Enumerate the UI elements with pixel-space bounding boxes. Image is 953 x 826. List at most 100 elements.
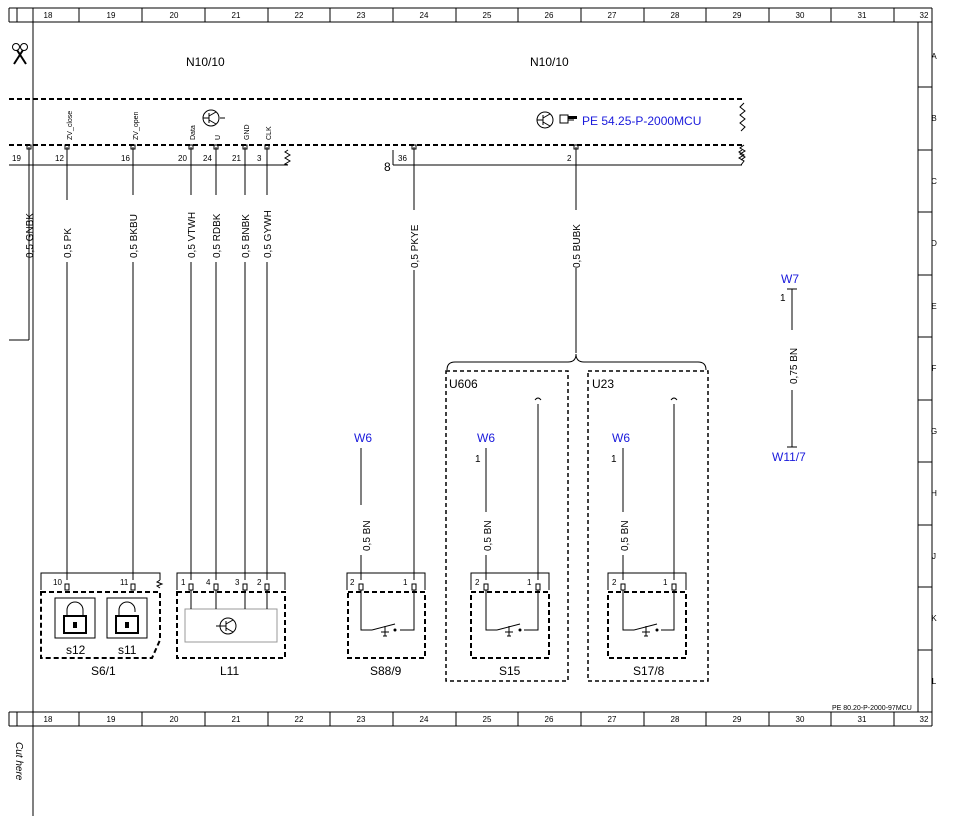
ground-w6-s889[interactable]: W6: [354, 431, 372, 445]
module-pins: 19 12 16 20 24 21 3 36 2 8: [12, 154, 572, 174]
component-s17-8[interactable]: S17/8: [607, 590, 687, 678]
col-label-bottom-24: 24: [420, 715, 429, 724]
col-label-25: 25: [483, 11, 492, 20]
wire-pkye[interactable]: 0,5 PKYE: [410, 147, 421, 580]
row-ruler: A B C D E F G H J K L: [918, 52, 937, 686]
ground-w11-7[interactable]: W11/7: [772, 450, 806, 464]
conn-pin-s178-2: 2: [612, 578, 617, 587]
column-ruler-top: 18 19 20 21 22 23 24 25 26 27 28 29 30 3…: [16, 8, 929, 22]
col-label-bottom-25: 25: [483, 715, 492, 724]
row-label-f: F: [932, 364, 937, 373]
module-reference-link[interactable]: PE 54.25-P-2000MCU: [582, 114, 701, 128]
col-label-19: 19: [107, 11, 116, 20]
transistor-icon: [202, 109, 225, 127]
cut-here-label: Cut here: [13, 742, 24, 781]
connector-s6-1: 10 11: [40, 572, 164, 591]
component-s15[interactable]: S15: [470, 590, 550, 678]
component-label-s88-9: S88/9: [370, 664, 402, 678]
wire-w7-w11-7[interactable]: W7 1 0,75 BN W11/7: [772, 272, 806, 464]
wire-bkbu[interactable]: 0,5 BKBU: [129, 147, 140, 580]
switch-label-s11: s11: [118, 643, 137, 657]
col-label-23: 23: [357, 11, 366, 20]
connector-l11: 1 4 3 2: [176, 572, 286, 591]
col-label-bottom-31: 31: [858, 715, 867, 724]
wire-label-bn-s15: 0,5 BN: [483, 520, 494, 551]
row-label-b: B: [931, 114, 936, 123]
module-label-left: N10/10: [186, 55, 225, 69]
pin-8: 8: [384, 160, 391, 174]
wire-vtwh[interactable]: 0,5 VTWH: [187, 147, 198, 580]
signal-zv-open: ZV_open: [133, 111, 140, 140]
row-label-h: H: [931, 489, 937, 498]
component-s6-1[interactable]: s12 s11 S6/1: [40, 591, 161, 678]
component-label-s17-8: S17/8: [633, 664, 665, 678]
conn-pin-10: 10: [53, 578, 62, 587]
row-label-l: L: [932, 677, 937, 686]
wire-pk[interactable]: 0,5 PK: [63, 147, 74, 580]
conn-pin-s889-2: 2: [350, 578, 355, 587]
ground-w7[interactable]: W7: [781, 272, 799, 286]
row-label-j: J: [932, 552, 936, 561]
group-u606[interactable]: U606: [445, 370, 569, 682]
component-label-l11: L11: [220, 664, 239, 678]
conn-pin-l11-3: 3: [235, 578, 240, 587]
row-label-g: G: [931, 427, 937, 436]
wire-gnbk[interactable]: 0,5 GNBK: [9, 147, 36, 341]
group-label-u23: U23: [592, 377, 614, 391]
column-ruler-bottom: 18 19 20 21 22 23 24 25 26 27 28 29 30 3…: [16, 712, 929, 726]
component-label-s15: S15: [499, 664, 521, 678]
component-l11[interactable]: L11: [176, 590, 286, 678]
col-label-26: 26: [545, 11, 554, 20]
ground-w6-s15[interactable]: W6: [477, 431, 495, 445]
connector-s88-9: 2 1: [346, 572, 426, 591]
col-label-20: 20: [170, 11, 179, 20]
group-label-u606: U606: [449, 377, 478, 391]
conn-pin-11: 11: [120, 578, 129, 587]
col-label-18: 18: [44, 11, 53, 20]
transistor-icon-2: [536, 111, 554, 129]
col-label-bottom-28: 28: [671, 715, 680, 724]
wire-bubk[interactable]: 0,5 BUBK: [572, 147, 583, 353]
wire-bnbk[interactable]: 0,5 BNBK: [241, 147, 252, 580]
wire-gywh[interactable]: 0,5 GYWH: [263, 147, 274, 580]
sensor-transistor-icon: [216, 617, 237, 635]
ground-num-s15: 1: [475, 454, 481, 465]
row-label-c: C: [931, 177, 937, 186]
col-label-28: 28: [671, 11, 680, 20]
module-n10-10[interactable]: N10/10 N10/10: [9, 55, 746, 166]
ground-w6-s178[interactable]: W6: [612, 431, 630, 445]
signal-names: ZV_close ZV_open Data U GND CLK: [67, 111, 273, 140]
wire-label-gywh: 0,5 GYWH: [263, 210, 274, 258]
scissors-icon: [12, 43, 28, 65]
pin-3: 3: [257, 154, 262, 163]
wire-label-rdbk: 0,5 RDBK: [212, 213, 223, 258]
wire-label-pk: 0,5 PK: [63, 228, 74, 258]
signal-data: Data: [190, 125, 197, 140]
wire-label-bnbk: 0,5 BNBK: [241, 214, 252, 258]
ground-num-s178: 1: [611, 454, 617, 465]
ground-num-w7: 1: [780, 293, 786, 304]
pin-19: 19: [12, 154, 21, 163]
col-label-29: 29: [733, 11, 742, 20]
pin-12: 12: [55, 154, 64, 163]
col-label-bottom-22: 22: [295, 715, 304, 724]
lock-closed-icon: [63, 601, 87, 634]
wire-label-pkye: 0,5 PKYE: [410, 224, 421, 268]
page-reference: PE 80.20-P-2000-97MCU: [832, 705, 912, 712]
col-label-bottom-21: 21: [232, 715, 241, 724]
module-pin-marks: [26, 144, 579, 150]
group-u23[interactable]: U23: [587, 370, 709, 682]
conn-pin-s889-1: 1: [403, 578, 408, 587]
wire-label-bubk: 0,5 BUBK: [572, 224, 583, 268]
conn-pin-l11-1: 1: [181, 578, 186, 587]
col-label-22: 22: [295, 11, 304, 20]
wire-w6-s15[interactable]: W6 1 0,5 BN: [475, 397, 542, 580]
diagram-frame: [8, 7, 933, 816]
component-s88-9[interactable]: S88/9: [347, 590, 426, 678]
wire-rdbk[interactable]: 0,5 RDBK: [212, 147, 223, 580]
wire-w6-s889[interactable]: W6 0,5 BN: [354, 431, 373, 580]
pin-21: 21: [232, 154, 241, 163]
wire-w6-s178[interactable]: W6 1 0,5 BN: [611, 397, 678, 580]
col-label-bottom-27: 27: [608, 715, 617, 724]
